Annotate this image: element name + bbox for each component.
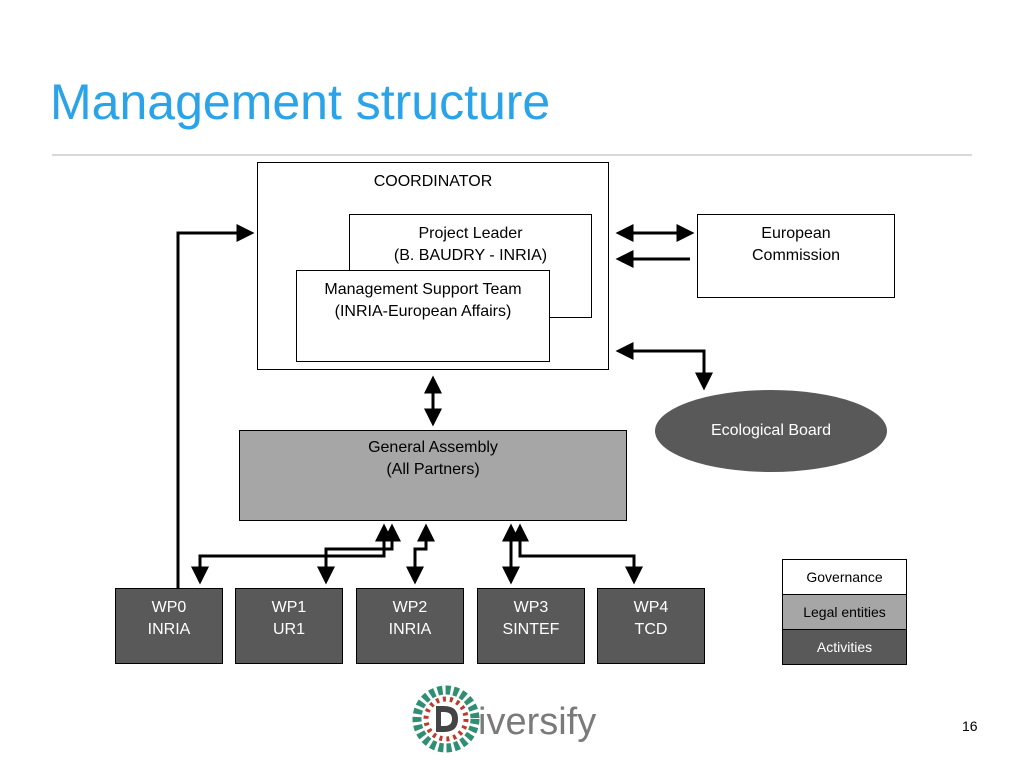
legend-activities: Activities <box>783 630 906 664</box>
coordinator-board-arrow <box>615 342 713 391</box>
assembly-wp4-arrow <box>511 523 643 585</box>
general-assembly-title: General Assembly <box>368 439 498 456</box>
general-assembly-box: General Assembly (All Partners) <box>239 430 627 521</box>
wp2-box: WP2 INRIA <box>356 588 464 664</box>
wp3-box: WP3 SINTEF <box>477 588 585 664</box>
wp-partner: INRIA <box>147 621 191 638</box>
management-support-box: Management Support Team (INRIA-European … <box>296 270 550 362</box>
wp-partner: TCD <box>634 621 668 638</box>
slide-title: Management structure <box>50 74 551 130</box>
wp-partner: SINTEF <box>502 621 560 638</box>
wp-partner: UR1 <box>272 621 305 638</box>
european-commission-line1: European <box>761 225 831 242</box>
project-leader-title: Project Leader <box>418 225 523 242</box>
wp-name: WP4 <box>633 599 669 616</box>
project-leader-name: (B. BAUDRY - INRIA) <box>393 247 548 264</box>
wp0-box: WP0 INRIA <box>115 588 223 664</box>
logo-wordmark: iversify <box>478 701 596 743</box>
legend-governance: Governance <box>783 560 906 595</box>
title-divider <box>52 154 972 156</box>
assembly-wp2-arrow <box>406 523 435 585</box>
wp-partner: INRIA <box>388 621 432 638</box>
coordinator-label: COORDINATOR <box>373 173 493 190</box>
european-commission-box: European Commission <box>697 214 895 298</box>
diversify-logo: iversify <box>412 685 596 753</box>
legend: Governance Legal entities Activities <box>782 559 907 665</box>
wp0-to-coordinator-arrow <box>176 224 255 588</box>
management-support-title: Management Support Team <box>324 281 522 298</box>
wp-name: WP3 <box>513 599 549 616</box>
assembly-wp1-arrow <box>317 523 401 585</box>
wp-name: WP2 <box>392 599 428 616</box>
wp4-box: WP4 TCD <box>597 588 705 664</box>
wp-name: WP1 <box>271 599 307 616</box>
general-assembly-subtitle: (All Partners) <box>386 461 480 478</box>
wp1-box: WP1 UR1 <box>235 588 343 664</box>
wp-name: WP0 <box>151 599 187 616</box>
european-commission-line2: Commission <box>751 247 840 264</box>
ecological-board-ellipse: Ecological Board <box>655 390 887 472</box>
assembly-wp0-arrow <box>191 523 393 585</box>
diversify-gear-logo-icon <box>412 685 480 753</box>
management-support-org: (INRIA-European Affairs) <box>334 303 512 320</box>
legend-legal-entities: Legal entities <box>783 595 906 630</box>
page-number: 16 <box>962 718 978 734</box>
